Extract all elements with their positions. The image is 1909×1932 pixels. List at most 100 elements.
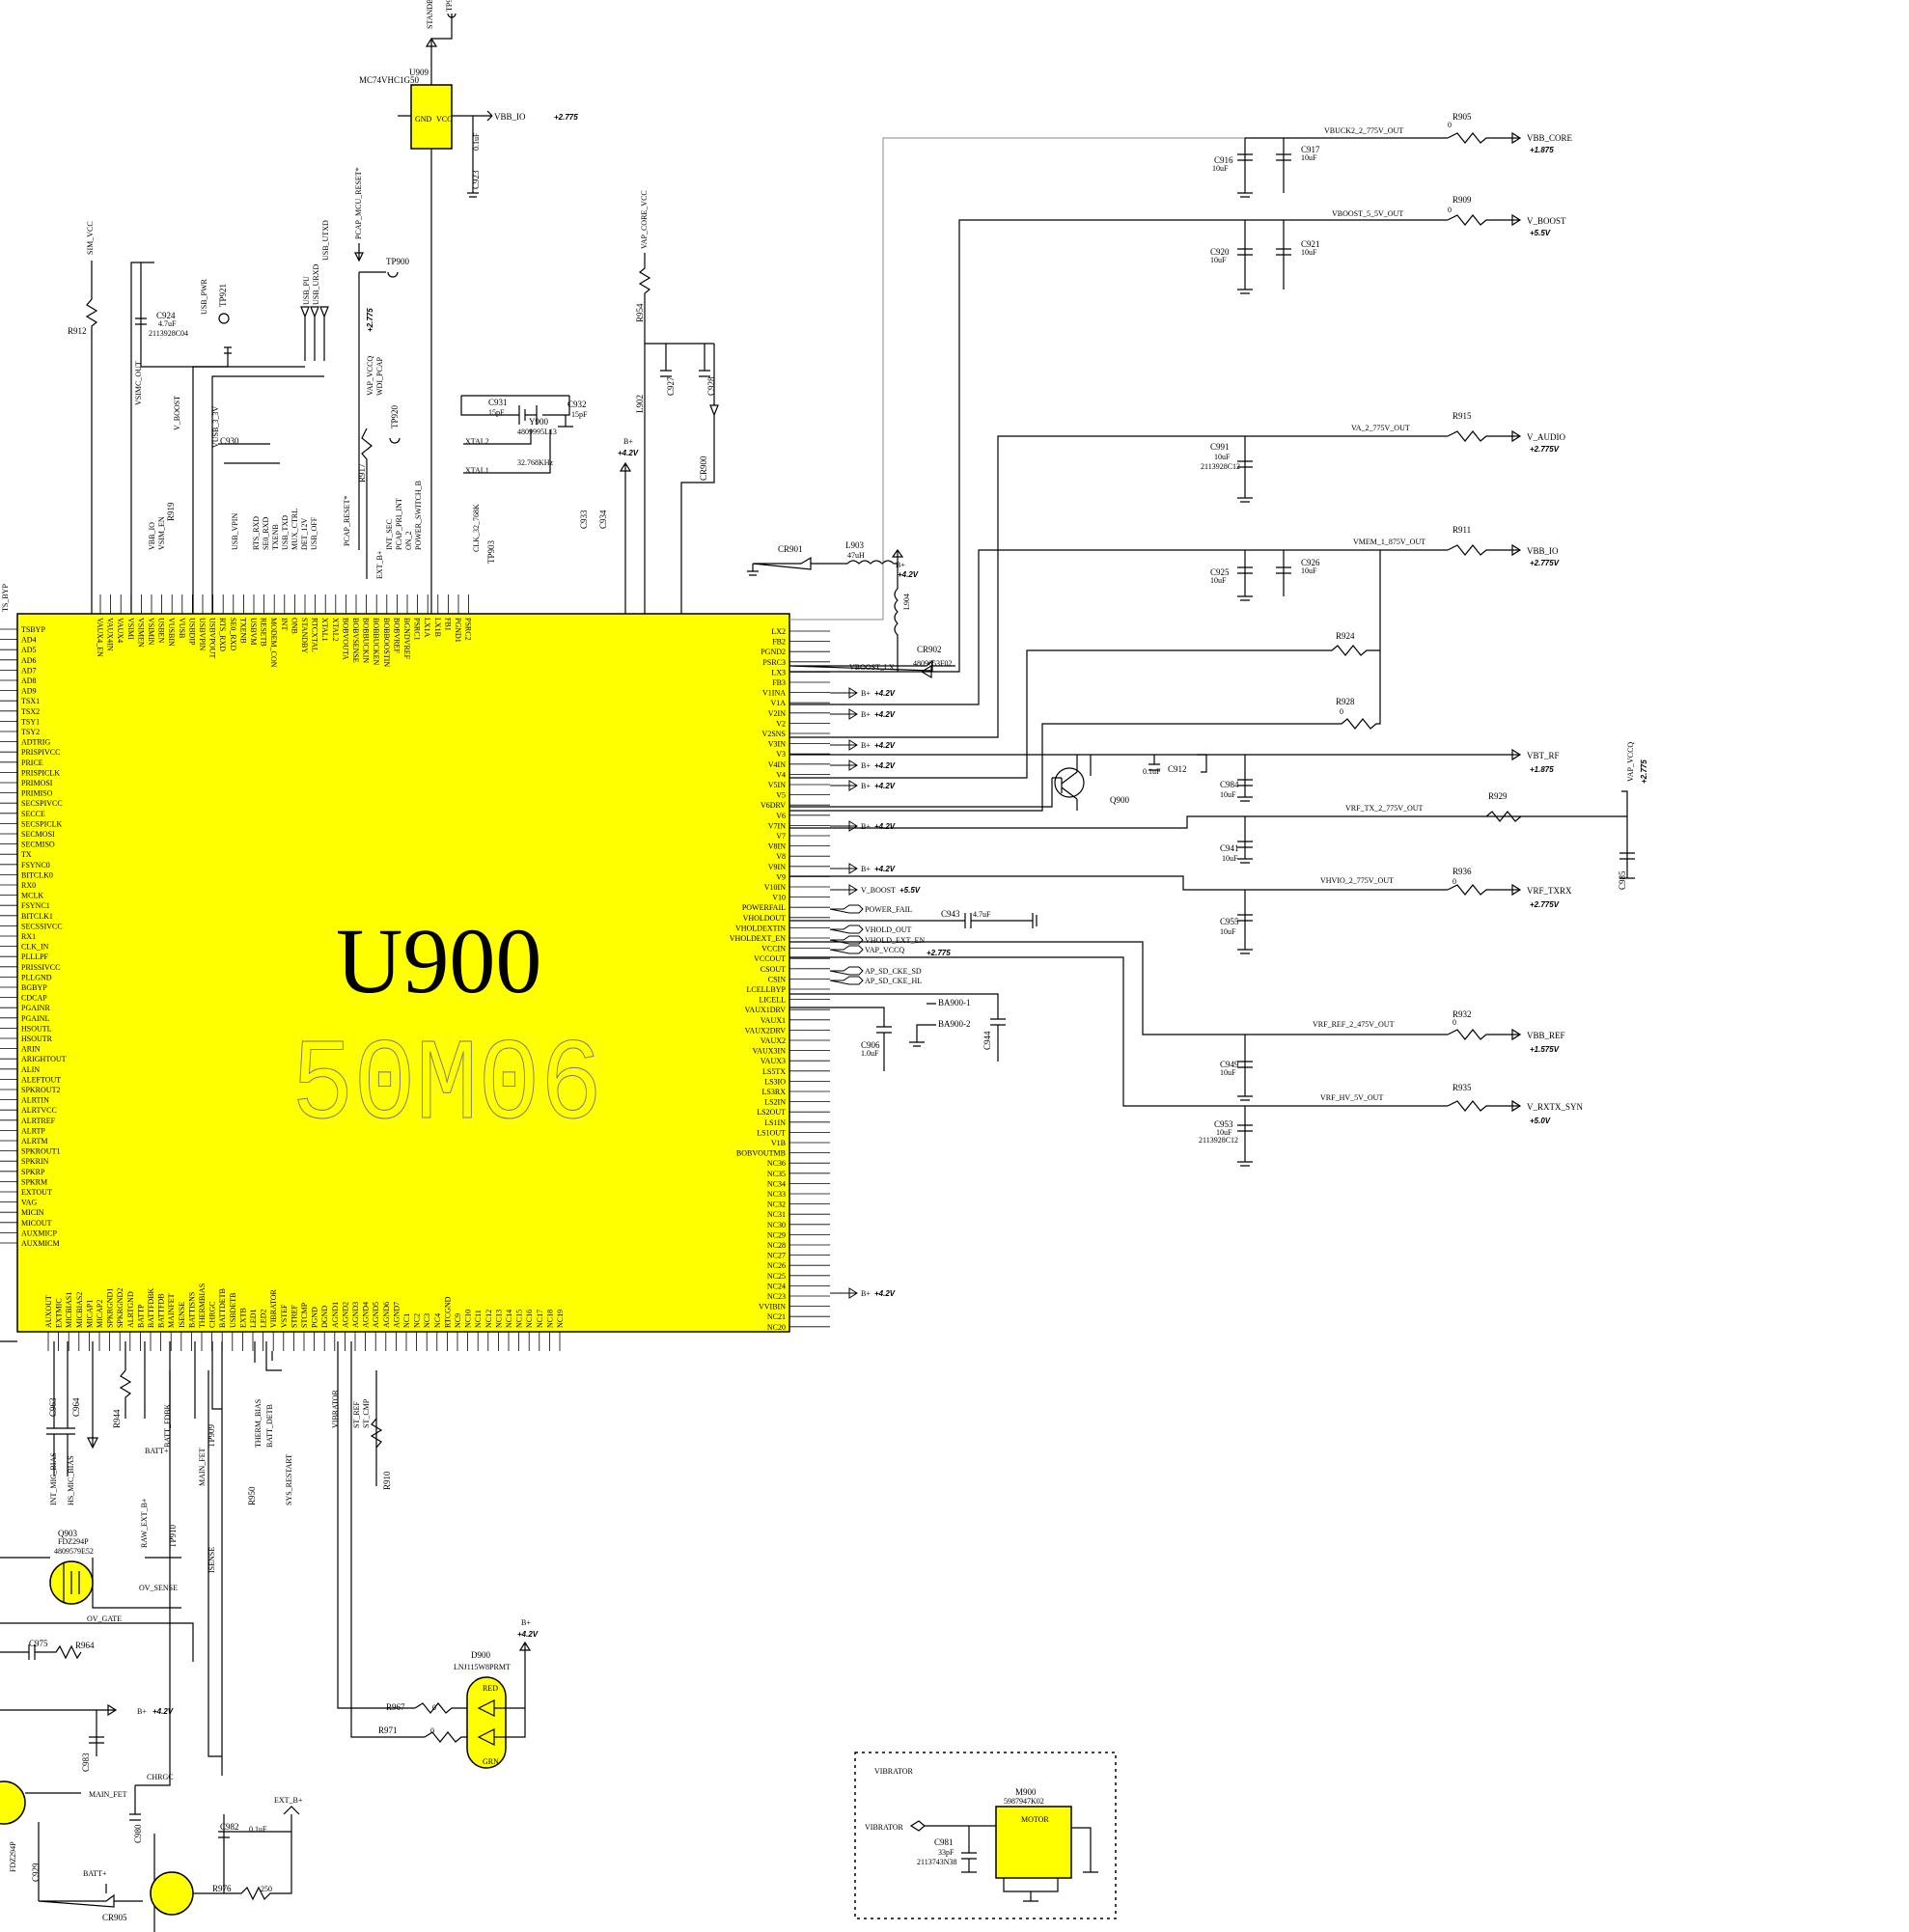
right-pin: VAUX1DRV bbox=[745, 1006, 787, 1014]
bottom-pin: NC3 bbox=[423, 1313, 431, 1328]
c912-cap bbox=[1148, 754, 1207, 773]
bottom-pin: VSTEF bbox=[280, 1304, 289, 1328]
bottom-pin: MICAP2 bbox=[96, 1300, 104, 1328]
right-pin: V1B bbox=[771, 1139, 786, 1147]
int-label: USB_OFF bbox=[310, 516, 318, 550]
bplus-bottom-voltage: +4.2V bbox=[152, 1707, 174, 1716]
bottom-pin: BATTDETB bbox=[218, 1288, 227, 1328]
top-pin: BOBVOUTA bbox=[341, 618, 349, 660]
right-pin: NC23 bbox=[767, 1292, 786, 1301]
tp-wire bbox=[431, 13, 456, 40]
bottom-pin: VIBRATOR bbox=[269, 1288, 278, 1328]
c981-label: C981 bbox=[934, 1837, 954, 1847]
tp910-label: TP910 bbox=[168, 1524, 178, 1548]
c941-value: 10uF bbox=[1222, 854, 1238, 863]
usb-utxd-label: USB_UTXD bbox=[321, 220, 330, 261]
bottom-pin: USBDETB bbox=[229, 1293, 237, 1328]
d900-bplus: B+ bbox=[521, 1618, 531, 1627]
r917-label: R917 bbox=[357, 463, 367, 483]
y900-part: 4809995L13 bbox=[517, 428, 557, 436]
c955-label: C955 bbox=[1220, 917, 1239, 926]
cr902-label: CR902 bbox=[917, 645, 942, 654]
c930-label: C930 bbox=[220, 436, 239, 446]
vrf-txrx-voltage: +2.775V bbox=[1530, 900, 1560, 909]
right-pin: V6 bbox=[776, 812, 786, 820]
right-pin: NC21 bbox=[767, 1312, 786, 1321]
c955-value: 10uF bbox=[1220, 927, 1236, 936]
right-pin: NC33 bbox=[767, 1190, 786, 1199]
vap-core-label: VAP_CORE_VCC bbox=[640, 190, 649, 249]
left-pin: TSY2 bbox=[21, 728, 40, 736]
usb-wires bbox=[192, 306, 329, 614]
r936-value: 0 bbox=[1452, 877, 1456, 886]
u909-vbb-io: VBB_IO bbox=[494, 112, 526, 122]
u900-chip-body bbox=[16, 613, 790, 1333]
vsim-en-label: VSIM_EN bbox=[157, 516, 166, 550]
tp921-pad[interactable] bbox=[218, 313, 230, 324]
pcap-network bbox=[354, 243, 401, 579]
c981-value: 33pF bbox=[938, 1848, 954, 1857]
left-pin: TX bbox=[21, 850, 32, 859]
vboost-lx-label: VBOOST_LX bbox=[849, 663, 895, 672]
bottom-pin: DGND bbox=[320, 1306, 329, 1328]
r950-label: R950 bbox=[247, 1486, 257, 1505]
bottom-pin: BATTP bbox=[136, 1304, 145, 1328]
c906-value: 1.0uF bbox=[861, 1049, 879, 1058]
c984-label: C984 bbox=[1220, 780, 1239, 789]
cr900-label: CR900 bbox=[699, 455, 708, 481]
right-pin: V2 bbox=[776, 719, 786, 728]
bottom-pin: AGND6 bbox=[382, 1302, 391, 1328]
r909-label: R909 bbox=[1452, 195, 1472, 205]
bottom-pin: NC13 bbox=[494, 1310, 503, 1328]
vrf-txrx-label: VRF_TXRX bbox=[1527, 886, 1572, 896]
vboost-wire bbox=[789, 213, 1522, 673]
v-boost-voltage: +5.5V bbox=[1530, 229, 1551, 237]
top-pin: XTAL2 bbox=[331, 618, 340, 642]
vrf-hv-wire bbox=[789, 956, 1522, 1167]
int-mic-label: INT_MIC_BIAS bbox=[49, 1452, 58, 1505]
left-pin: ALRTREF bbox=[21, 1117, 56, 1125]
bplus-bottom: B+ bbox=[137, 1707, 147, 1716]
bplus-arrows: B++4.2VB++4.2VB++4.2VB++4.2VB++4.2VB++4.… bbox=[830, 687, 921, 1299]
left-pin: SECSPICLK bbox=[21, 819, 62, 828]
d900-label: D900 bbox=[471, 1650, 490, 1660]
isense-label: ISENSE bbox=[208, 1547, 216, 1573]
left-pin: AUXMICM bbox=[21, 1239, 60, 1248]
left-pin: PRIMOSI bbox=[21, 779, 53, 787]
top-pin: SE0_RXD bbox=[229, 618, 237, 650]
top-pin: RTS_RXD bbox=[218, 618, 227, 651]
bottom-pin: EXTMIC bbox=[55, 1298, 64, 1328]
wdi-label: WDI_PCAP bbox=[375, 356, 384, 396]
c991-value: 10uF bbox=[1214, 453, 1231, 461]
right-pin: VCCOUT bbox=[754, 954, 786, 963]
main-fet-label2: MAIN_FET bbox=[89, 1790, 127, 1799]
vsimc-label: VSIMC_OUT bbox=[134, 361, 143, 405]
st-ref-label: ST_REF bbox=[352, 1400, 361, 1428]
r919-label: R919 bbox=[166, 502, 176, 521]
right-pin: CSIN bbox=[768, 975, 786, 983]
right-pin: LX2 bbox=[771, 627, 786, 636]
c912-value: 0.1uF bbox=[1143, 767, 1161, 776]
q903-number: 4809579E52 bbox=[54, 1547, 94, 1556]
vibrator-input-label: VIBRATOR bbox=[865, 1823, 904, 1832]
clk-label: CLK_32_768K bbox=[472, 504, 481, 552]
c953-value: 10uF bbox=[1216, 1128, 1232, 1137]
r964-label: R964 bbox=[75, 1641, 95, 1650]
bottom-pin: AGND2 bbox=[341, 1302, 349, 1328]
y900-label: Y900 bbox=[529, 417, 548, 427]
vrf-tx-net: VRF_TX_2_775V_OUT bbox=[1345, 804, 1424, 813]
left-pin: ALRTVCC bbox=[21, 1106, 57, 1115]
bottom-pin: LED1 bbox=[249, 1309, 258, 1328]
top-pin: ONB bbox=[290, 618, 298, 634]
left-pin: SPKROUT2 bbox=[21, 1086, 60, 1094]
r905-value: 0 bbox=[1448, 121, 1452, 129]
chip-designator: U900 bbox=[336, 909, 541, 1012]
left-pin: FSYNC1 bbox=[21, 901, 50, 910]
usb-urxd-label: USB_URXD bbox=[312, 264, 320, 305]
top-pin: VUSB bbox=[178, 618, 186, 638]
ba900-1-label: BA900-1 bbox=[938, 998, 971, 1007]
hs-mic-label: HS_MIC_BIAS bbox=[67, 1455, 75, 1505]
l903-label: L903 bbox=[845, 540, 864, 550]
r924-r928-wires bbox=[789, 550, 1381, 812]
